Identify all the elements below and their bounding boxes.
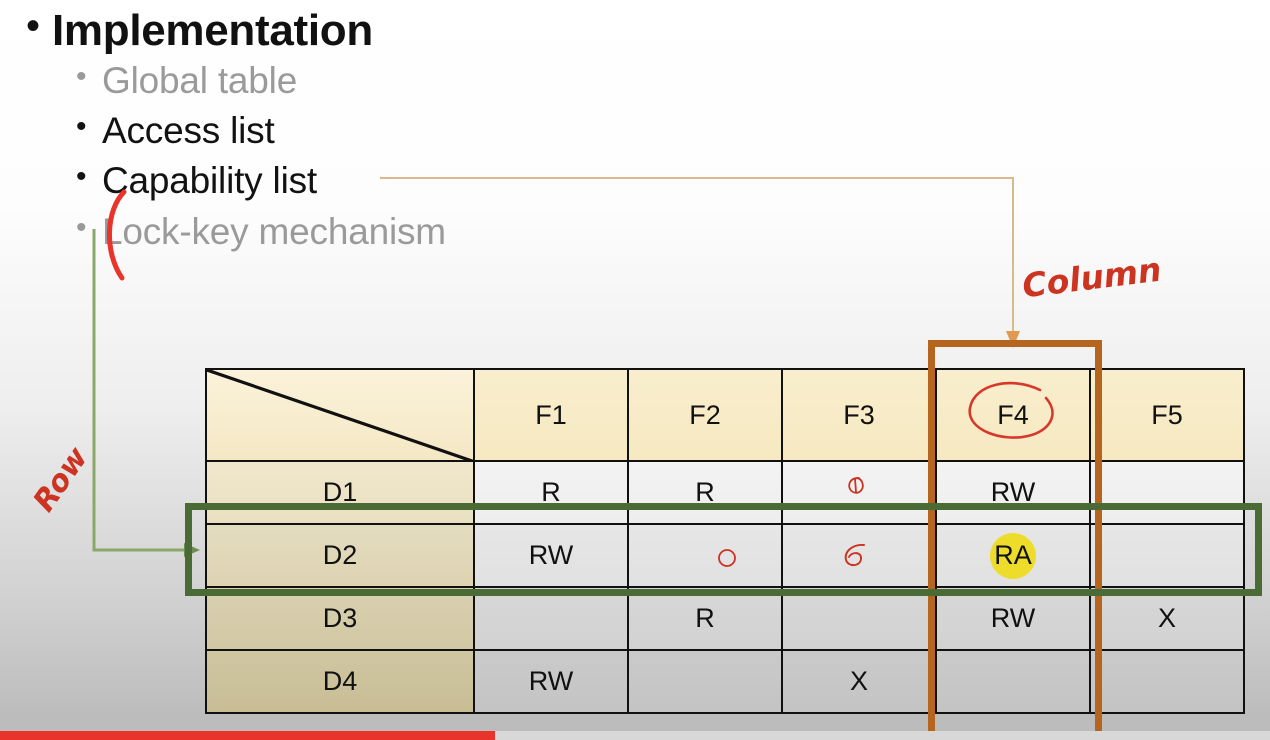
- table-row: D1 R R RW: [205, 460, 1245, 525]
- bullet-item-lock-key-mechanism: • Lock-key mechanism: [18, 208, 918, 256]
- bullet-label: Access list: [102, 110, 275, 152]
- progress-bar: [0, 731, 496, 740]
- bullet-list: • Implementation • Global table • Access…: [18, 6, 918, 258]
- cell-d4-f3: X: [781, 649, 937, 714]
- column-annotation-label: Column: [1020, 249, 1164, 306]
- table-row: D2 RW RA: [205, 523, 1245, 588]
- cell-d2-f3: [781, 523, 937, 588]
- cell-d1-f1: R: [473, 460, 629, 525]
- cell-d1-f5: [1089, 460, 1245, 525]
- row-header-d2: D2: [205, 523, 475, 588]
- cell-d4-f4: [935, 649, 1091, 714]
- access-matrix-table: F1 F2 F3 F4 F5 D1 R R RW D2 RW RA D3 R: [205, 368, 1245, 714]
- cell-d2-f5: [1089, 523, 1245, 588]
- page-title: Implementation: [52, 6, 373, 55]
- table-row: D3 R RW X: [205, 586, 1245, 651]
- bullet-item-access-list: • Access list: [18, 107, 918, 155]
- cell-d3-f1: [473, 586, 629, 651]
- column-header-f3: F3: [781, 368, 937, 462]
- highlighted-value: RA: [994, 540, 1032, 570]
- cell-d3-f5: X: [1089, 586, 1245, 651]
- bullet-glyph-icon: •: [76, 110, 87, 144]
- row-connector-line: [92, 229, 200, 557]
- cell-d3-f4: RW: [935, 586, 1091, 651]
- cell-d1-f3: [781, 460, 937, 525]
- row-header-d1: D1: [205, 460, 475, 525]
- cell-d2-f2: [627, 523, 783, 588]
- cell-d1-f2: R: [627, 460, 783, 525]
- table-corner-cell: [205, 368, 475, 462]
- cell-d3-f3: [781, 586, 937, 651]
- bullet-glyph-icon: •: [76, 60, 87, 94]
- cell-d1-f4: RW: [935, 460, 1091, 525]
- bullet-label: Lock-key mechanism: [102, 210, 446, 252]
- bullet-item-implementation: • Implementation: [18, 6, 918, 55]
- cell-d3-f2: R: [627, 586, 783, 651]
- bullet-label: Capability list: [102, 160, 317, 202]
- bullet-glyph-icon: •: [76, 210, 87, 244]
- column-header-f2: F2: [627, 368, 783, 462]
- row-header-d4: D4: [205, 649, 475, 714]
- cell-d2-f1: RW: [473, 523, 629, 588]
- cell-d2-f4: RA: [935, 523, 1091, 588]
- progress-track: [0, 731, 1270, 740]
- column-header-f4: F4: [935, 368, 1091, 462]
- table-row: D4 RW X: [205, 649, 1245, 714]
- bullet-item-capability-list: • Capability list: [18, 157, 918, 205]
- cell-d4-f2: [627, 649, 783, 714]
- bullet-item-global-table: • Global table: [18, 57, 918, 105]
- bullet-glyph-icon: •: [76, 160, 87, 194]
- bullet-glyph-icon: •: [26, 4, 41, 48]
- row-annotation-label: Row: [26, 440, 96, 519]
- cell-d4-f5: [1089, 649, 1245, 714]
- diagonal-divider-icon: [207, 370, 473, 461]
- table-header-row: F1 F2 F3 F4 F5: [205, 368, 1245, 462]
- bullet-label: Global table: [102, 60, 298, 102]
- column-header-f5: F5: [1089, 368, 1245, 462]
- row-header-d3: D3: [205, 586, 475, 651]
- cell-d4-f1: RW: [473, 649, 629, 714]
- column-header-f1: F1: [473, 368, 629, 462]
